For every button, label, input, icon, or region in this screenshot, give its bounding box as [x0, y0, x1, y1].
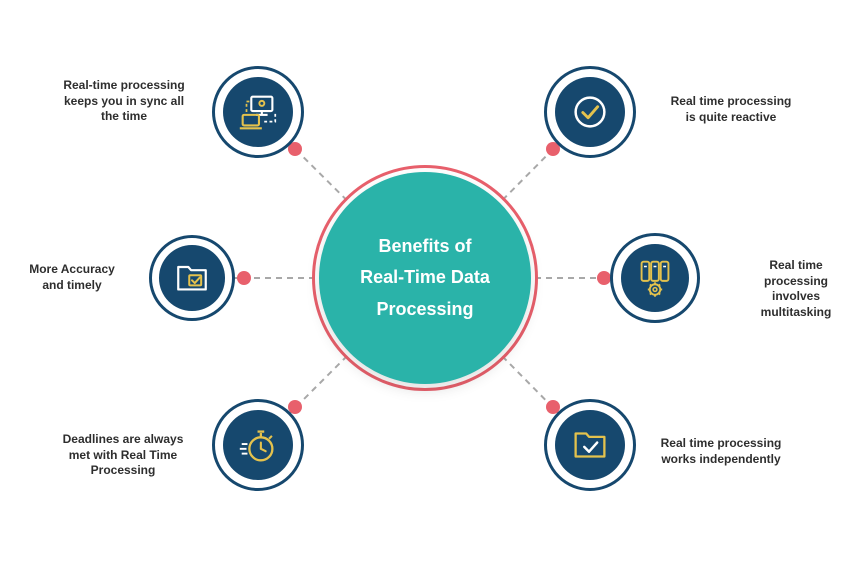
sync-computers-icon	[239, 95, 277, 130]
connector-dot	[237, 271, 251, 285]
connector-dot	[597, 271, 611, 285]
center-title-line2: Real-Time Data	[360, 267, 490, 288]
node-reactive	[544, 66, 636, 158]
node-sync-label: Real-time processing keeps you in sync a…	[63, 78, 185, 124]
node-deadlines-label: Deadlines are always met with Real Time …	[62, 432, 184, 478]
center-title-line3: Processing	[376, 298, 474, 319]
node-multitasking-circle	[620, 243, 690, 313]
node-multitasking	[610, 233, 700, 323]
node-reactive-label: Real time processing is quite reactive	[670, 94, 792, 124]
node-accuracy	[149, 235, 235, 321]
center-topic-ring	[312, 165, 538, 391]
stopwatch-icon	[239, 430, 274, 462]
connector-dot	[288, 400, 302, 414]
connector-dot	[546, 400, 560, 414]
connector-dot	[546, 142, 560, 156]
node-independent-circle	[554, 409, 626, 481]
center-topic-title: Benefits of Real-Time Data Processing	[360, 231, 490, 326]
node-accuracy-circle	[159, 245, 225, 311]
node-reactive-circle	[554, 76, 626, 148]
node-deadlines-circle	[222, 409, 294, 481]
node-independent	[544, 399, 636, 491]
node-multitasking-label: Real time processing involves multitaski…	[760, 258, 832, 319]
center-title-line1: Benefits of	[378, 235, 472, 256]
node-deadlines	[212, 399, 304, 491]
folder-check-icon	[177, 265, 207, 291]
connector-dot	[288, 142, 302, 156]
node-sync	[212, 66, 304, 158]
node-sync-circle	[222, 76, 294, 148]
servers-gear-icon	[640, 260, 670, 297]
center-topic: Benefits of Real-Time Data Processing	[319, 172, 531, 384]
check-circle-icon	[574, 96, 606, 128]
folder-tick-icon	[574, 432, 606, 458]
node-accuracy-label: More Accuracy and timely	[29, 262, 115, 292]
node-independent-label: Real time processing works independently	[660, 436, 782, 466]
